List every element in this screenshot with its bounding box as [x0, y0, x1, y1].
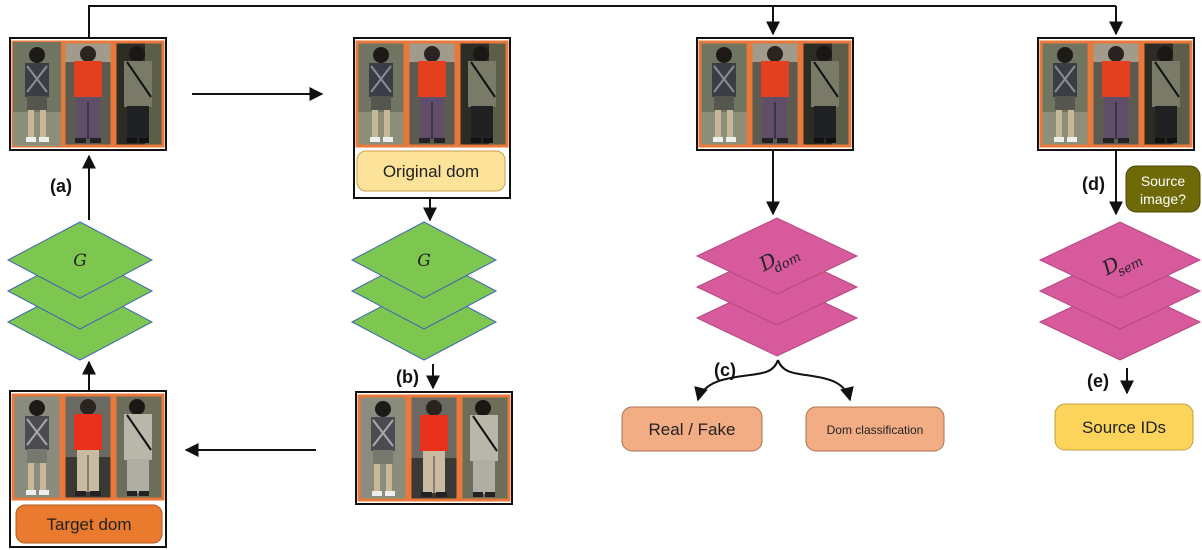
real-fake-box	[621, 406, 763, 452]
image-panel-reconstructed	[355, 391, 513, 505]
image-panel-original: Original dom	[353, 37, 511, 199]
source-image-box: Source image?	[1125, 165, 1201, 213]
image-panel-target: Target dom	[9, 390, 167, 548]
label-d: (d)	[1082, 174, 1105, 194]
generator-left: G	[7, 221, 153, 361]
dom-classification-label: Dom classification	[827, 423, 924, 437]
dom-classification-box	[805, 406, 945, 452]
label-e: (e)	[1087, 371, 1109, 391]
discriminator-sem: D sem	[1039, 221, 1201, 361]
source-image-label-line2: image?	[1140, 191, 1186, 207]
discriminator-dom: D dom	[696, 217, 858, 357]
image-panel-dom-input	[696, 37, 854, 151]
generator-right-symbol: G	[417, 251, 431, 271]
label-a: (a)	[50, 176, 72, 196]
real-fake-label: Real / Fake	[649, 420, 736, 439]
top-connector	[88, 5, 1123, 38]
branch-arrows-c	[694, 359, 854, 402]
source-image-label-line1: Source	[1141, 173, 1186, 189]
label-c: (c)	[714, 360, 736, 380]
target-dom-label: Target dom	[46, 515, 131, 534]
target-dom-box	[15, 504, 163, 544]
original-dom-label: Original dom	[383, 162, 479, 181]
label-b: (b)	[396, 367, 419, 387]
image-panel-top-left	[9, 37, 167, 151]
source-ids-box	[1054, 403, 1194, 451]
original-dom-box	[356, 150, 506, 192]
source-ids-label: Source IDs	[1082, 418, 1166, 437]
generator-left-symbol: G	[73, 251, 87, 271]
image-panel-sem-input	[1037, 37, 1195, 151]
generator-right: G	[351, 221, 497, 361]
